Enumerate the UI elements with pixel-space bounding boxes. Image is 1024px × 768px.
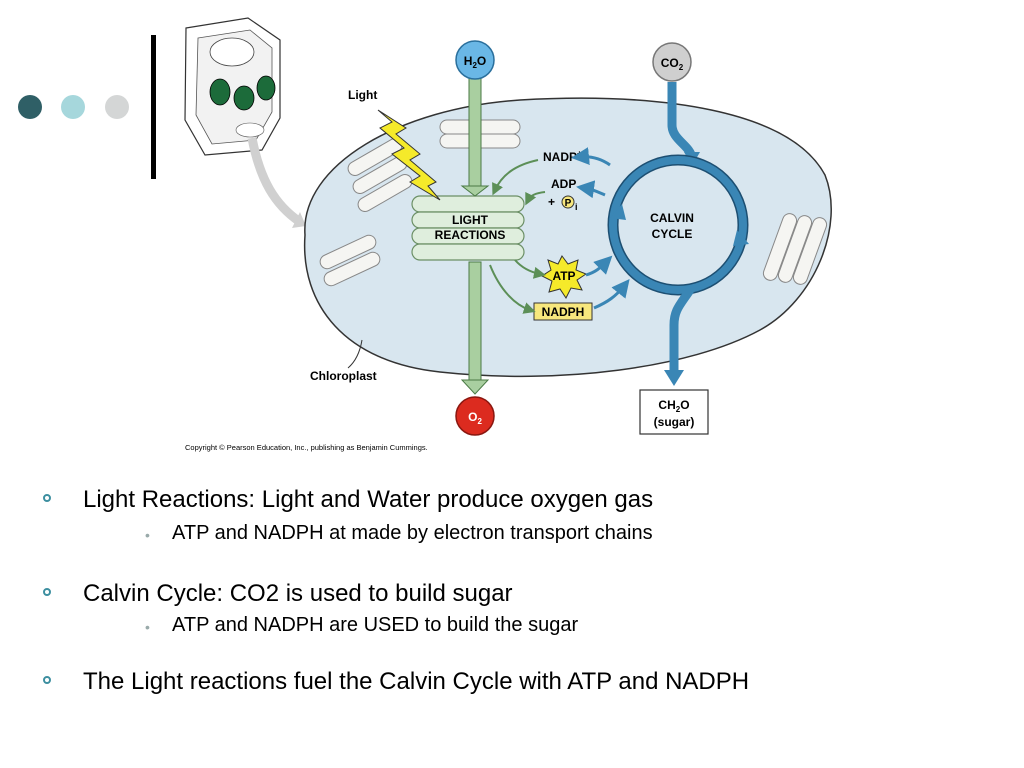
light-label: Light (348, 88, 377, 102)
chloroplast-body (303, 97, 832, 378)
co2-label: CO2 (661, 56, 684, 72)
sub-bullet-dot-icon: • (145, 527, 150, 543)
nadp-to-light-arrow (492, 159, 539, 196)
dot-light-teal (61, 95, 85, 119)
copyright-text: Copyright © Pearson Education, Inc., pub… (185, 443, 428, 452)
sub-bullet-text: ATP and NADPH are USED to build the suga… (172, 614, 579, 636)
zoom-pointer-arrow (247, 137, 303, 226)
dot-dark (18, 95, 42, 119)
sugar-label: (sugar) (654, 415, 695, 429)
phosphate-icon (561, 195, 575, 209)
photosynthesis-diagram: LIGHT REACTIONS H2O Light CO2 CALVIN CYC… (184, 17, 832, 452)
light-reactions-label-1: LIGHT (452, 213, 489, 227)
bullet-text: Calvin Cycle: CO2 is used to build sugar (83, 580, 513, 607)
sub-bullet-dot-icon: • (145, 619, 150, 635)
plus-p-label: + (548, 195, 555, 209)
decorative-dots (18, 95, 138, 119)
bullet-ring-icon (43, 494, 51, 502)
o2-node: O2 (455, 396, 495, 436)
co2-node: CO2 (652, 42, 692, 82)
h2o-label: H2O (464, 54, 486, 70)
nadp-label: NADP+ (543, 149, 582, 164)
lightning-bolt-icon (377, 109, 441, 201)
adp-to-light-arrow (525, 191, 546, 206)
calvin-label-1: CALVIN (650, 211, 694, 225)
bullet-ring-icon (43, 676, 51, 684)
light-reactions-stack: LIGHT REACTIONS (411, 195, 525, 261)
atp-star (541, 255, 588, 299)
adp-label: ADP (551, 177, 576, 191)
dot-gray (105, 95, 129, 119)
nadph-label: NADPH (542, 305, 585, 319)
ch2o-label: CH2O (658, 398, 689, 414)
sugar-box: CH2O (sugar) (639, 389, 709, 435)
bullet-ring-icon (43, 588, 51, 596)
atp-to-calvin-arrow (585, 255, 613, 277)
sub-bullet-text: ATP and NADPH at made by electron transp… (172, 522, 653, 544)
calvin-to-adp-arrow (576, 180, 606, 199)
chloroplast-label: Chloroplast (310, 369, 377, 383)
calvin-to-nadp-arrow (571, 147, 611, 167)
water-flow-arrow (460, 75, 490, 395)
calvin-label-2: CYCLE (652, 227, 693, 241)
light-reactions-label-2: REACTIONS (435, 228, 506, 242)
vertical-divider (151, 35, 156, 179)
bullet-text: The Light reactions fuel the Calvin Cycl… (83, 668, 750, 695)
light-to-nadph-arrow (489, 264, 536, 314)
plant-cell-thumbnail (184, 17, 281, 156)
calvin-cycle: CALVIN CYCLE (607, 154, 749, 296)
light-to-atp-arrow (514, 259, 546, 279)
bullet-text: Light Reactions: Light and Water produce… (83, 486, 654, 513)
phosphate-letter: P (565, 198, 572, 209)
h2o-node: H2O (455, 40, 495, 80)
sugar-output-arrow (669, 287, 694, 372)
atp-label: ATP (552, 269, 575, 283)
pi-subscript: i (575, 202, 578, 212)
nadph-to-calvin-arrow (593, 278, 630, 310)
chloroplast-leader-line (347, 339, 363, 369)
